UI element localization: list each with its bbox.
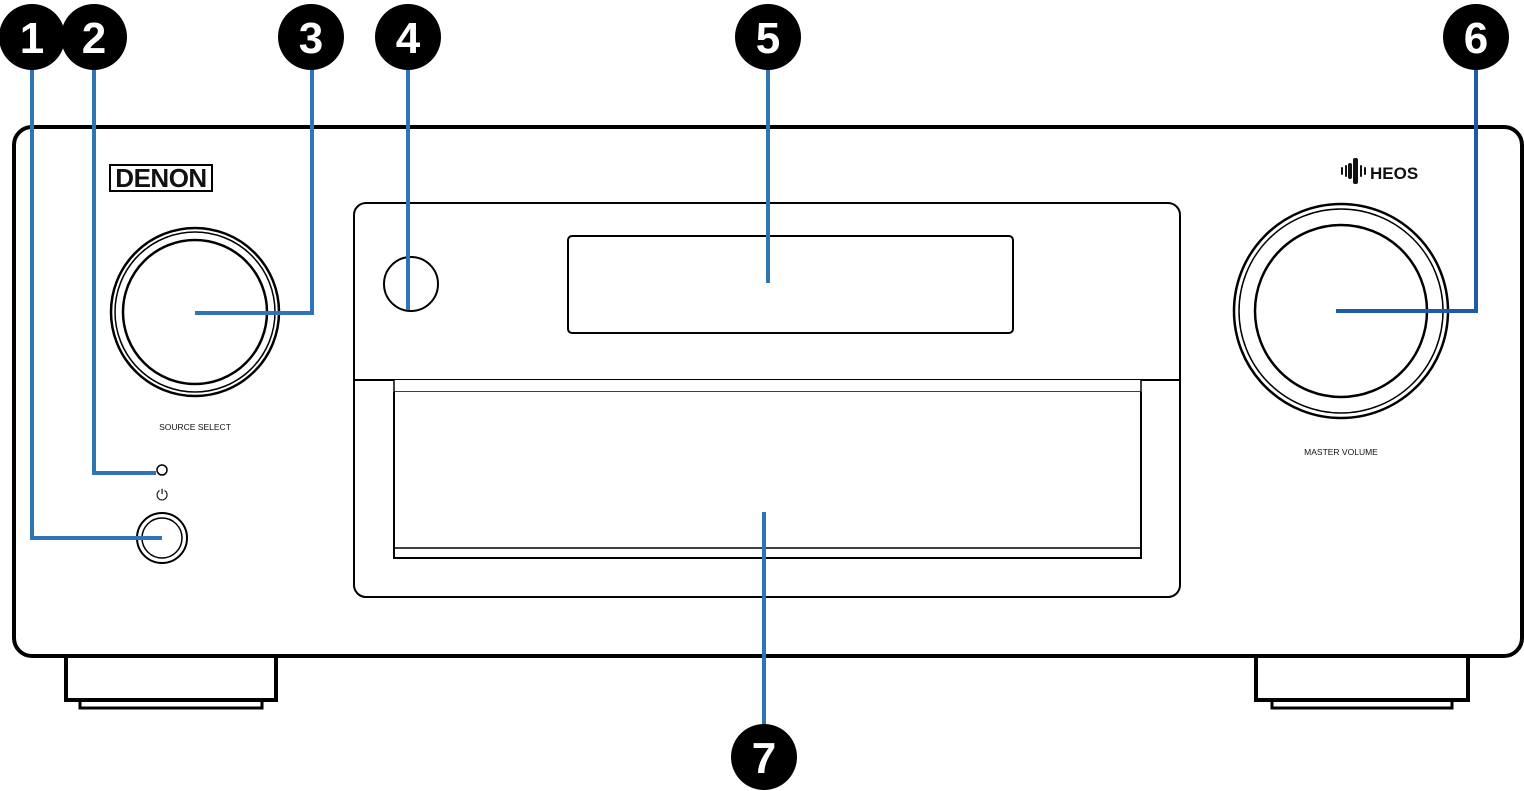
callout-3: 3	[278, 4, 344, 70]
callout-5: 5	[735, 4, 801, 70]
svg-text:1: 1	[20, 14, 44, 63]
leader-lines	[30, 60, 1478, 735]
callout-7: 7	[731, 724, 797, 790]
callout-2: 2	[61, 4, 127, 70]
svg-text:3: 3	[299, 14, 323, 63]
power-icon: ⏻	[156, 486, 168, 504]
power-indicator-led	[156, 464, 168, 476]
master-volume-label: MASTER VOLUME	[1304, 447, 1378, 457]
callout-4: 4	[375, 4, 441, 70]
right-foot	[1254, 656, 1470, 710]
svg-text:6: 6	[1464, 14, 1488, 63]
heos-logo-text: HEOS	[1370, 164, 1418, 183]
remote-sensor	[383, 256, 439, 312]
svg-text:4: 4	[396, 14, 421, 63]
door-flap[interactable]	[393, 380, 1142, 559]
leader-line-2	[92, 60, 156, 475]
left-foot	[64, 656, 278, 710]
leader-line-3	[195, 60, 314, 315]
display	[567, 235, 1014, 334]
denon-logo: DENON	[109, 163, 213, 193]
svg-text:2: 2	[82, 14, 106, 63]
callout-6: 6	[1443, 4, 1509, 70]
leader-line-6	[1336, 60, 1478, 313]
heos-icon	[1341, 158, 1366, 184]
svg-text:5: 5	[756, 14, 780, 63]
svg-text:7: 7	[752, 734, 776, 783]
source-select-label: SOURCE SELECT	[159, 422, 231, 432]
denon-logo-text: DENON	[115, 163, 206, 193]
leader-line-1	[30, 60, 162, 540]
callout-1: 1	[0, 4, 65, 70]
